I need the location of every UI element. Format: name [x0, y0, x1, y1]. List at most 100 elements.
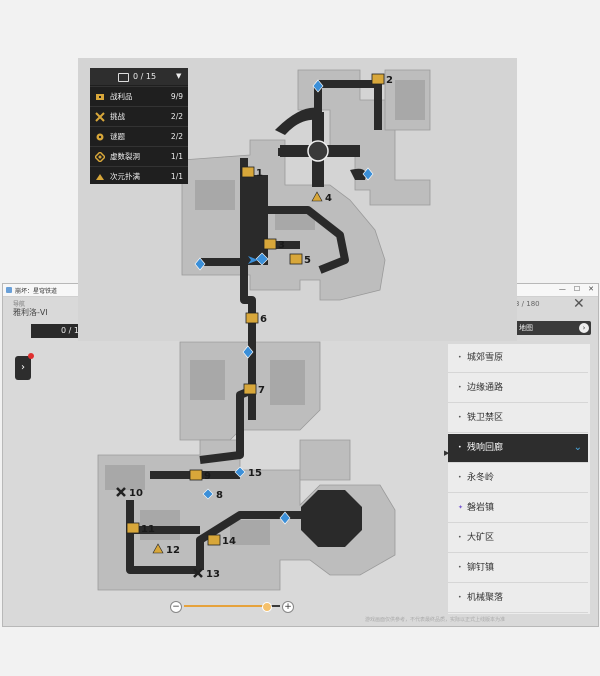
player-indicator: [248, 256, 258, 264]
marker-number: 3: [278, 240, 285, 251]
puzzle-icon: [202, 488, 214, 500]
region-item[interactable]: •城郊雪原: [448, 344, 588, 373]
map-marker-challenge[interactable]: 13: [193, 568, 220, 580]
map-marker-chest[interactable]: 6: [245, 312, 267, 325]
region-item[interactable]: ✦磐岩镇: [448, 494, 588, 523]
legend-header[interactable]: 0 / 15 ▼: [90, 68, 188, 85]
map-marker-chest[interactable]: 11: [126, 522, 155, 535]
chest-icon: [371, 73, 385, 85]
marker-number: 5: [304, 255, 311, 266]
void-rift-icon: [95, 152, 105, 162]
puzzle-icon: [96, 133, 104, 141]
dial-structure: [275, 107, 366, 187]
marker-number: 2: [386, 75, 393, 86]
teleport-markers: [194, 79, 374, 525]
zoom-slider[interactable]: − +: [170, 600, 294, 613]
chest-icon: [241, 166, 255, 178]
dropdown-caret-icon[interactable]: ▼: [176, 72, 182, 80]
challenge-icon: [116, 487, 126, 497]
region-item[interactable]: •铁卫禁区: [448, 404, 588, 433]
close-map-icon[interactable]: ✕: [573, 296, 585, 312]
teleport-icon[interactable]: [362, 167, 374, 181]
zoom-out-icon[interactable]: −: [170, 601, 182, 613]
map-marker-puzzle[interactable]: 15: [234, 466, 262, 479]
legend-row-puzzle[interactable]: 谜题 2/2: [90, 126, 188, 147]
zoom-track[interactable]: [184, 602, 280, 612]
map-marker-challenge[interactable]: 10: [116, 487, 143, 499]
chest-icon: [189, 469, 203, 481]
region-item[interactable]: •边缘通路: [448, 374, 588, 403]
footer-disclaimer: 游戏画面仅供参考，不代表最终品质，实际以正式上线版本为准: [365, 617, 506, 623]
teleport-icon[interactable]: [312, 79, 324, 93]
marker-number: 7: [258, 385, 265, 396]
puzzle-icon: [234, 466, 246, 478]
map-marker-chest[interactable]: 7: [243, 383, 265, 396]
map-tab[interactable]: 地图›: [515, 321, 591, 335]
region-item[interactable]: •机械聚落: [448, 584, 588, 613]
map-marker-chest[interactable]: 14: [207, 534, 236, 547]
collectible-legend: 0 / 15 ▼ 战利品 9/9 挑战 2/2 谜题 2/2 虚数裂洞 1/1 …: [90, 68, 188, 184]
central-plaza: [245, 175, 268, 265]
maximize-button[interactable]: ☐: [573, 285, 581, 293]
octagon-room: [301, 490, 362, 547]
chest-icon: [263, 238, 277, 250]
chest-icon: [96, 94, 104, 100]
marker-number: 13: [206, 569, 220, 580]
dimension-icon: [311, 191, 323, 202]
region-item[interactable]: •大矿区: [448, 524, 588, 553]
chest-icon: [243, 383, 257, 395]
marker-number: 9: [204, 471, 211, 482]
app-icon: [6, 287, 12, 293]
marker-number: 1: [256, 168, 263, 179]
teleport-icon[interactable]: [255, 252, 269, 266]
exploration-counter: 3 / 180: [515, 300, 540, 308]
window-title: 崩坏：星穹铁道: [15, 288, 58, 295]
region-item[interactable]: •永冬岭: [448, 464, 588, 493]
teleport-icon[interactable]: [194, 257, 206, 271]
challenge-icon: [193, 568, 203, 578]
region-item-active[interactable]: •残响回廊⌄: [448, 434, 588, 463]
challenge-icon: [95, 112, 105, 122]
zoom-fill: [184, 605, 266, 607]
map-marker-chest[interactable]: 3: [263, 238, 285, 251]
marker-number: 14: [222, 536, 236, 547]
player-arrow-icon: [248, 256, 258, 264]
zoom-in-icon[interactable]: +: [282, 601, 294, 613]
map-marker-puzzle[interactable]: 8: [202, 488, 223, 501]
minimize-button[interactable]: —: [558, 285, 566, 293]
region-list: •城郊雪原 •边缘通路 •铁卫禁区 •残响回廊⌄ •永冬岭 ✦磐岩镇 •大矿区 …: [448, 344, 590, 614]
chest-outline-icon: [118, 73, 129, 82]
chest-icon: [245, 312, 259, 324]
chevron-down-icon: ⌄: [573, 442, 582, 453]
chest-icon: [126, 522, 140, 534]
detail-texture: [105, 80, 425, 545]
chevron-right-icon: ›: [579, 323, 589, 333]
map-marker-chest[interactable]: 5: [289, 253, 311, 266]
close-window-button[interactable]: ✕: [588, 285, 594, 293]
legend-row-loot[interactable]: 战利品 9/9: [90, 86, 188, 107]
legend-row-challenge[interactable]: 挑战 2/2: [90, 106, 188, 127]
zoom-handle[interactable]: [261, 602, 272, 612]
legend-counter: 0 / 15: [133, 72, 157, 81]
marker-number: 12: [166, 545, 180, 556]
window-controls: — ☐ ✕: [559, 285, 594, 293]
region-item[interactable]: •铆钉镇: [448, 554, 588, 583]
map-marker-dimension[interactable]: 12: [152, 543, 180, 556]
marker-number: 10: [129, 488, 143, 499]
selected-region-pointer-icon: ▶: [444, 449, 450, 457]
teleport-icon[interactable]: [242, 345, 254, 359]
legend-row-void-rift[interactable]: 虚数裂洞 1/1: [90, 146, 188, 167]
map-marker-chest[interactable]: 1: [241, 166, 263, 179]
teleport-icon[interactable]: [279, 511, 291, 525]
marker-number: 11: [141, 524, 155, 535]
legend-row-dimension[interactable]: 次元扑满 1/1: [90, 166, 188, 187]
map-marker-chest[interactable]: 2: [371, 73, 393, 86]
marker-number: 15: [248, 468, 262, 479]
notification-dot: [28, 353, 34, 359]
map-marker-chest[interactable]: 9: [189, 469, 211, 482]
map-marker-dimension[interactable]: 4: [311, 191, 332, 204]
side-expand-button[interactable]: ›: [15, 353, 34, 380]
chest-icon: [289, 253, 303, 265]
marker-number: 8: [216, 490, 223, 501]
